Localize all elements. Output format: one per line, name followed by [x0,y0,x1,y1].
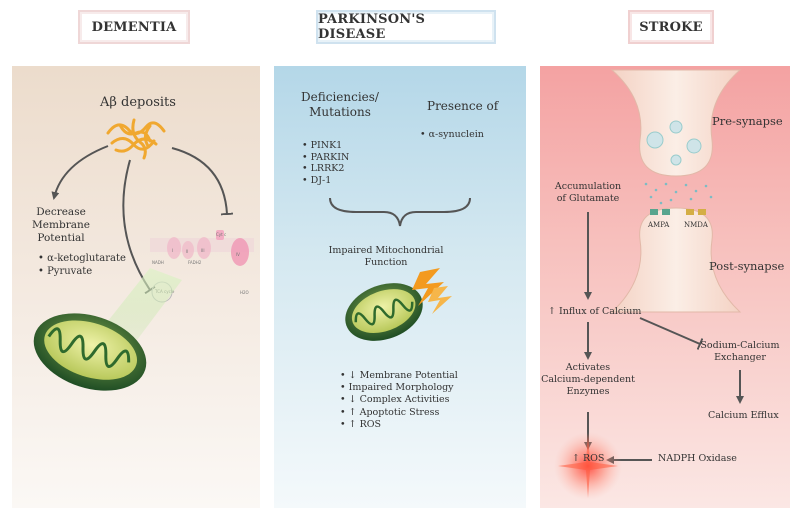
dementia-header: DEMENTIA [78,10,190,44]
effect-item: • Impaired Morphology [340,382,454,394]
ampa-label: AMPA [648,221,670,229]
activates-line-2: Calcium-dependent [541,374,635,385]
impaired-line-1: Impaired Mitochondrial [328,245,444,256]
effect-item: • ↓ Complex Activities [340,394,450,406]
decrease-membrane-potential-label: Decrease Membrane Potential [22,206,100,245]
accumulation-line-2: of Glutamate [556,193,620,204]
accumulation-line-1: Accumulation [554,181,622,192]
substrate-item: • Pyruvate [38,266,93,277]
fadh2-label: FADH2 [188,260,202,265]
effect-item: • ↑ ROS [340,418,382,430]
dementia-mitochondrion-icon [33,313,147,391]
effect-item: • ↓ Membrane Potential [340,370,458,381]
stroke-header: STROKE [628,10,714,44]
gene-item: • LRRK2 [302,163,345,174]
substrate-item: • α-ketoglutarate [38,253,126,264]
activates-line-3: Enzymes [566,386,610,397]
gene-item: • PARKIN [302,151,350,163]
h2o-label: H2O [240,290,249,295]
gene-item: • PINK1 [302,140,343,151]
nadph-oxidase-label: NADPH Oxidase [658,453,737,464]
deficiencies-line-1: Deficiencies/ [301,90,379,104]
abeta-deposits-icon [106,118,166,160]
parkinsons-header: PARKINSON'S DISEASE [316,10,496,44]
complex-ii-label: II [186,249,188,254]
nadh-label: NADH [152,260,164,265]
decrease-line-1: Decrease [36,206,86,218]
sodium-calcium-exchanger-label: Sodium-Calcium Exchanger [694,340,786,364]
presence-of-label: Presence of [427,99,499,113]
cyt-c-label: Cyt c [216,232,226,237]
exchanger-line-1: Sodium-Calcium [700,340,780,351]
inhibit-to-complex-iv [171,147,234,216]
decrease-line-2: Membrane [32,219,90,231]
calcium-efflux-label: Calcium Efflux [708,410,779,421]
effect-item: • ↑ Apoptotic Stress [340,406,440,418]
nmda-label: NMDA [684,221,708,229]
activates-line-1: Activates [565,362,611,373]
complex-iii-label: III [201,248,205,253]
complex-iv-label: IV [236,252,240,257]
deficiencies-mutations-label: Deficiencies/ Mutations [292,90,388,120]
exchanger-line-2: Exchanger [714,352,766,363]
post-synapse-label: Post-synapse [709,259,785,273]
parkinsons-mitochondrion-icon [345,283,423,341]
pre-synapse-label: Pre-synapse [712,114,783,128]
inhibit-to-tca [122,159,156,295]
curly-brace [329,197,471,227]
effects-list: • ↓ Membrane Potential • Impaired Morpho… [340,370,458,431]
impaired-function-label: Impaired Mitochondrial Function [320,245,452,269]
accumulation-glutamate-label: Accumulation of Glutamate [548,181,628,205]
inhibit-influx-to-exchanger [639,317,704,350]
synapse-illustration [610,69,742,313]
gene-list: • PINK1 • PARKIN • LRRK2 • DJ-1 [302,140,349,186]
influx-calcium-label: ↑ Influx of Calcium [548,306,642,317]
decrease-line-3: Potential [37,232,85,244]
gene-item: • DJ-1 [302,174,332,186]
ros-label: ↑ ROS [572,453,605,464]
impaired-line-2: Function [364,257,408,268]
ros-burst-icon [554,432,622,500]
activates-enzymes-label: Activates Calcium-dependent Enzymes [540,362,636,398]
synuclein-item: • α-synuclein [420,129,484,140]
abeta-deposits-label: Aβ deposits [100,95,176,110]
dementia-substrate-list: • α-ketoglutarate • Pyruvate [38,252,126,278]
complex-i-label: I [172,248,173,253]
lightning-bolt-icon [412,268,452,314]
arrow-to-decrease [51,145,109,200]
deficiencies-line-2: Mutations [309,105,371,119]
